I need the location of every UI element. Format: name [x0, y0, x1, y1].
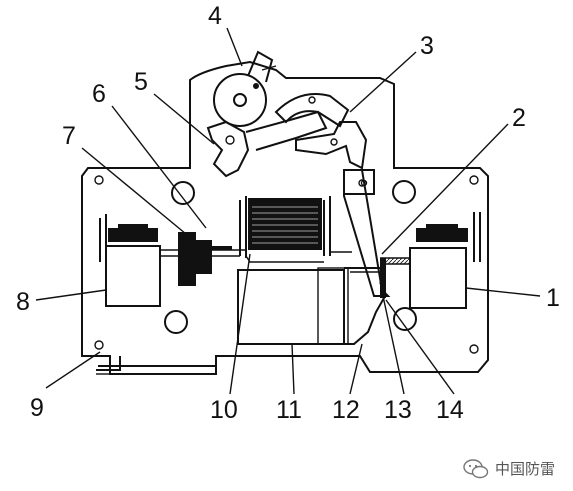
solenoid-coil — [239, 196, 331, 263]
arc-chute — [237, 267, 349, 345]
label-6: 6 — [92, 80, 106, 108]
trip-plunger — [178, 232, 232, 286]
label-5: 5 — [134, 68, 148, 96]
rivet — [94, 340, 104, 350]
trip-lever — [274, 93, 368, 170]
arc-runner — [344, 267, 385, 345]
leader-lines — [35, 27, 541, 395]
label-8: 8 — [16, 288, 30, 316]
label-7: 7 — [62, 122, 76, 150]
label-9: 9 — [30, 394, 44, 422]
screw-hole — [393, 307, 417, 331]
label-1: 1 — [546, 284, 560, 312]
housing-outline — [81, 60, 489, 375]
watermark-text: 中国防雷 — [494, 460, 555, 478]
label-11: 11 — [276, 396, 302, 424]
rivet — [469, 175, 479, 185]
screw-hole — [171, 181, 195, 205]
label-2: 2 — [512, 104, 526, 132]
bimetal-strip — [382, 258, 410, 264]
rivet — [469, 344, 479, 354]
left-terminal — [99, 214, 161, 307]
label-12: 12 — [332, 396, 360, 424]
right-terminal — [409, 212, 481, 309]
label-4: 4 — [208, 2, 222, 30]
watermark: 中国防雷 — [463, 458, 555, 479]
contact-pivot-pin — [360, 179, 368, 187]
rivet — [94, 175, 104, 185]
latch-linkage — [206, 110, 328, 178]
contact-pivot — [343, 169, 375, 195]
operating-handle — [213, 50, 277, 127]
label-3: 3 — [420, 32, 434, 60]
din-clip — [96, 356, 216, 371]
fixed-contact — [380, 258, 386, 298]
wechat-icon — [463, 458, 489, 478]
screw-hole — [392, 180, 416, 204]
label-14: 14 — [436, 396, 464, 424]
screw-hole — [164, 310, 188, 334]
label-13: 13 — [384, 396, 412, 424]
label-10: 10 — [210, 396, 238, 424]
